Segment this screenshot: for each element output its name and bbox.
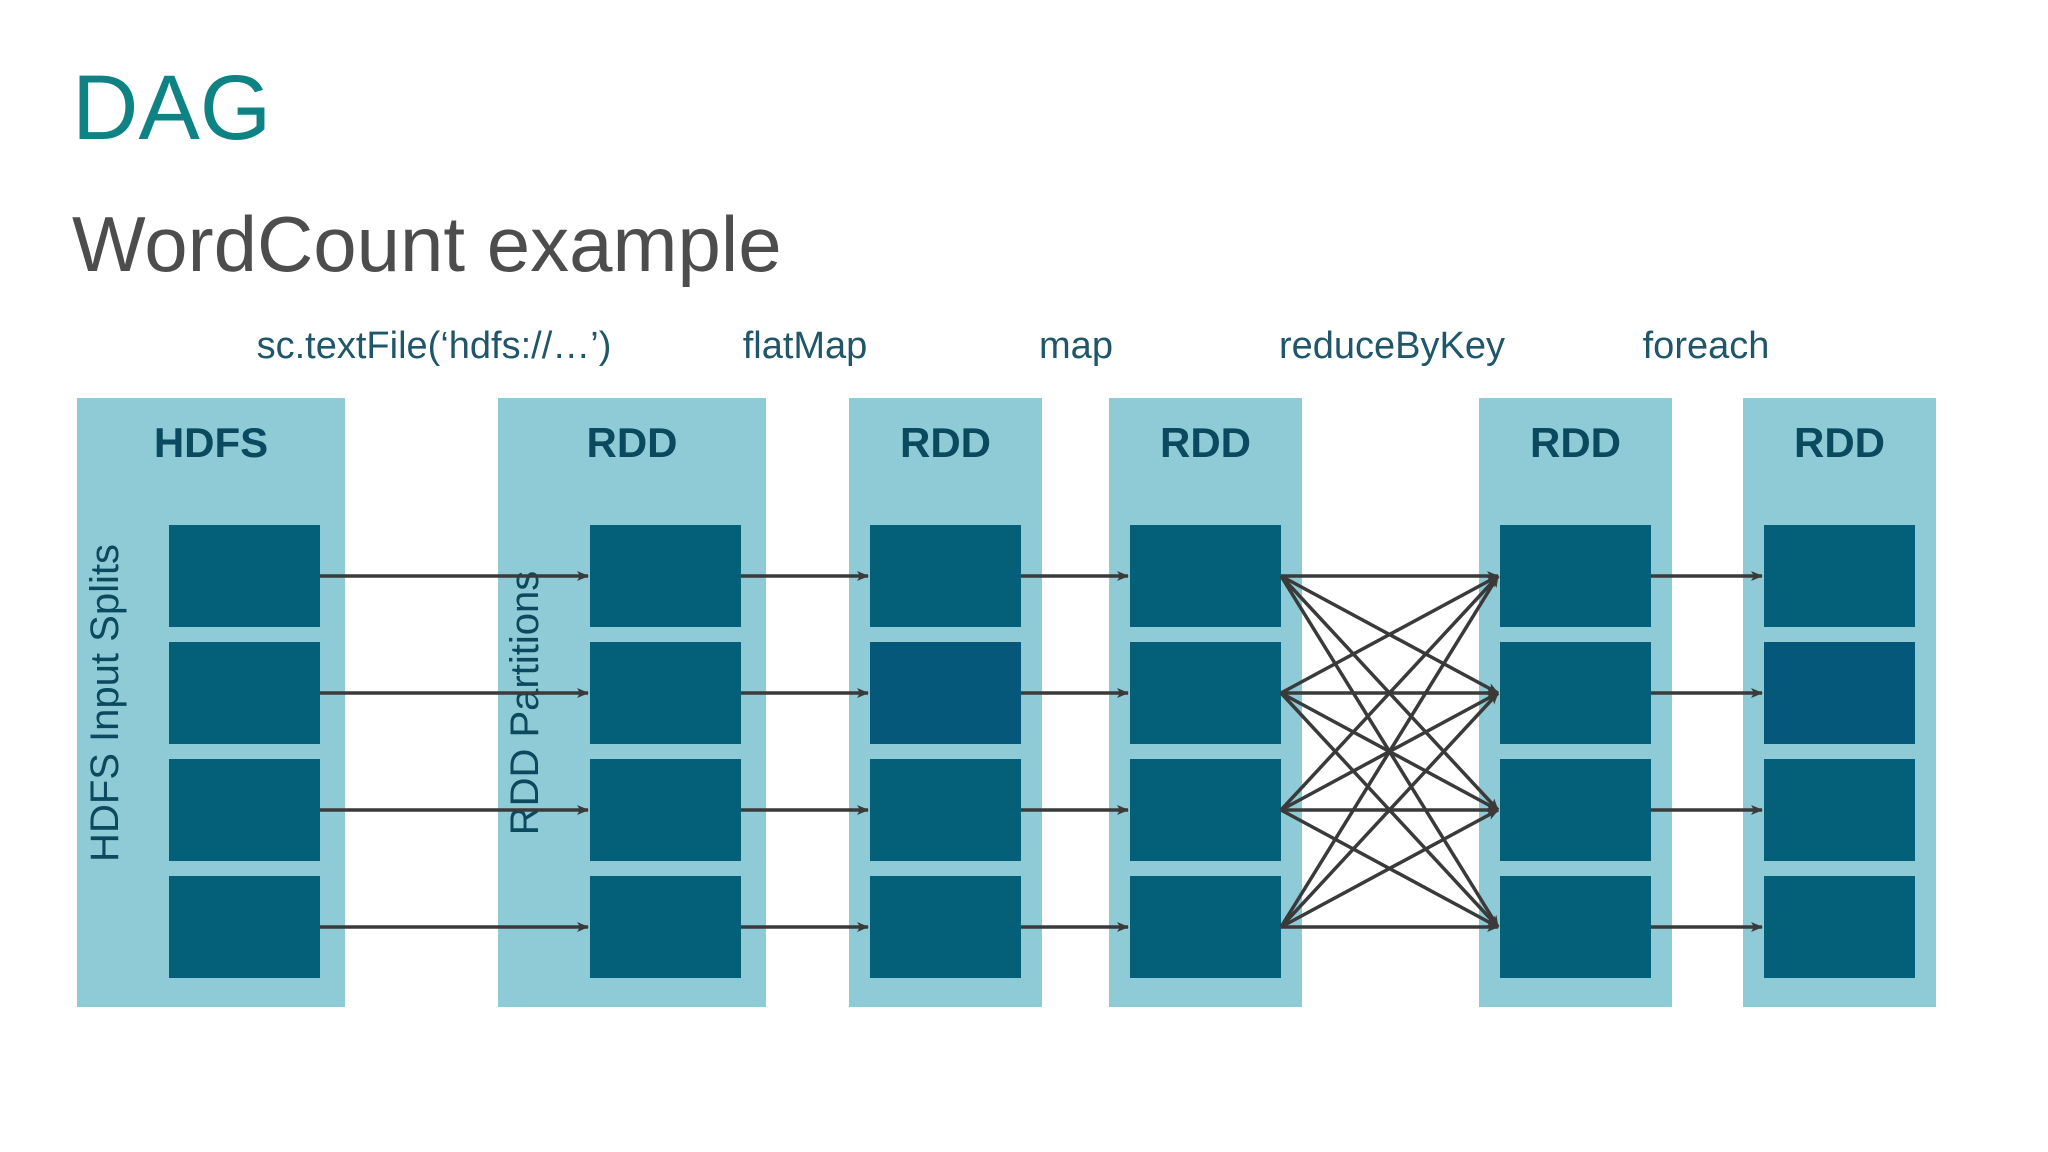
stage-2: RDD xyxy=(849,398,1042,1007)
partition-block xyxy=(1500,642,1651,744)
partition-block xyxy=(1764,525,1915,627)
partition-block xyxy=(1130,642,1281,744)
edge-group-one-to-one xyxy=(741,571,869,932)
stage-1: RDD RDD Partitions xyxy=(498,398,766,1007)
partition-block xyxy=(1500,876,1651,978)
arrow xyxy=(1280,574,1499,695)
partition-block xyxy=(1764,759,1915,861)
stage-3: RDD xyxy=(1109,398,1302,1007)
partition-block xyxy=(590,642,741,744)
stage-header-label: RDD xyxy=(1530,419,1621,466)
stage-header-label: RDD xyxy=(1160,419,1251,466)
edge-group-one-to-one xyxy=(1651,571,1763,932)
partition-block xyxy=(169,525,320,627)
partition-block xyxy=(870,525,1021,627)
partition-block xyxy=(169,759,320,861)
edge-group-one-to-one xyxy=(320,571,589,932)
operation-label: map xyxy=(1039,325,1113,367)
partition-block xyxy=(1500,525,1651,627)
label-layer: sc.textFile(‘hdfs://…’) flatMap map reduceB… xyxy=(257,325,1770,367)
stage-side-label: RDD Partitions xyxy=(503,571,547,836)
operation-label: flatMap xyxy=(743,325,868,367)
stage-5: RDD xyxy=(1743,398,1936,1007)
edge-group-one-to-one xyxy=(1021,571,1129,932)
operation-label: foreach xyxy=(1643,325,1770,367)
stage-0: HDFS HDFS Input Splits xyxy=(77,398,345,1007)
partition-block xyxy=(870,876,1021,978)
partition-block xyxy=(870,759,1021,861)
edge-layer xyxy=(320,571,1763,932)
operation-label: sc.textFile(‘hdfs://…’) xyxy=(257,325,612,367)
stage-side-label: HDFS Input Splits xyxy=(83,544,127,862)
partition-block xyxy=(590,759,741,861)
arrow xyxy=(1279,575,1500,928)
stage-header-label: HDFS xyxy=(154,419,268,466)
stage-header-label: RDD xyxy=(587,419,678,466)
partition-block xyxy=(169,876,320,978)
arrow xyxy=(1279,574,1500,812)
operation-label: reduceByKey xyxy=(1279,325,1505,367)
partition-block xyxy=(590,525,741,627)
partition-block xyxy=(590,876,741,978)
stage-header-label: RDD xyxy=(1794,419,1885,466)
partition-block xyxy=(870,642,1021,744)
partition-block xyxy=(1130,876,1281,978)
arrow xyxy=(1279,691,1500,929)
slide-subtitle: WordCount example xyxy=(72,200,782,288)
partition-block xyxy=(1500,759,1651,861)
slide-title: DAG xyxy=(72,57,272,159)
partition-block xyxy=(1764,876,1915,978)
partition-block xyxy=(169,642,320,744)
partition-block xyxy=(1130,759,1281,861)
partition-block xyxy=(1130,525,1281,627)
edge-group-all-to-all xyxy=(1279,571,1500,932)
arrow xyxy=(1280,808,1499,929)
stage-header-label: RDD xyxy=(900,419,991,466)
stage-4: RDD xyxy=(1479,398,1672,1007)
partition-block xyxy=(1764,642,1915,744)
